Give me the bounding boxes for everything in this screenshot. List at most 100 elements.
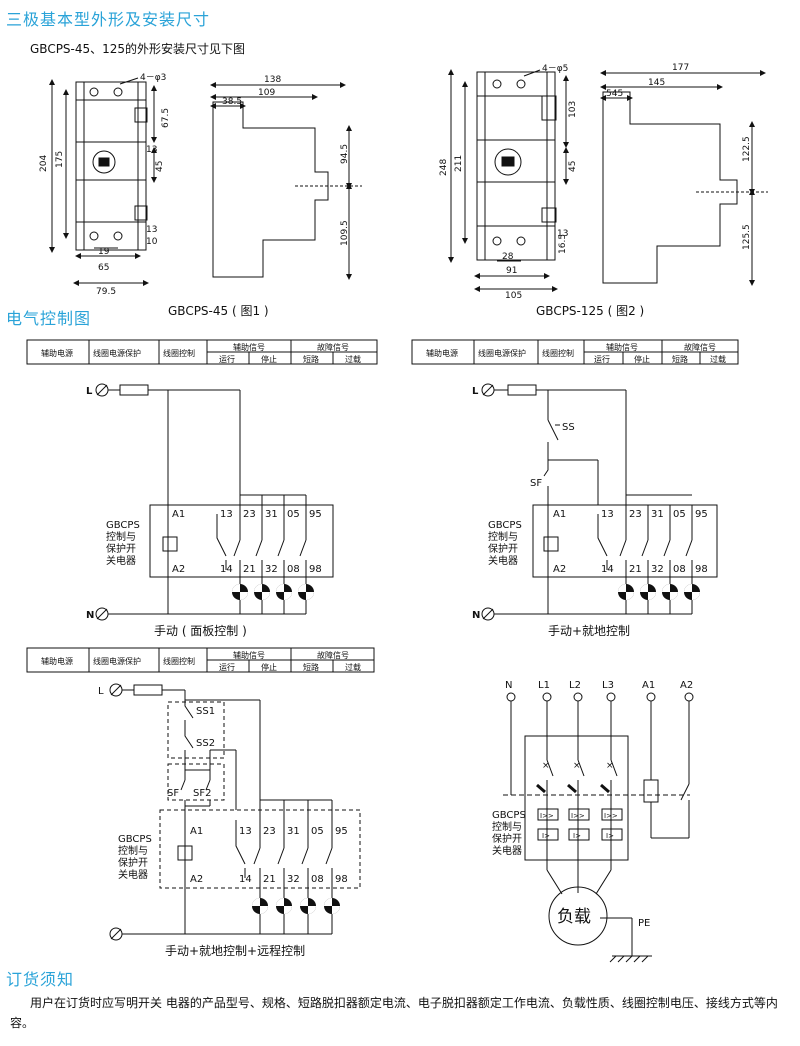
- fig2-front-dims: 4－φ5 248 211 103 45 13 16.5 28 91 105: [439, 64, 578, 301]
- table1-stop: 停止: [261, 354, 277, 364]
- control-diagram-2: L N SS SF GBCPS 控制与 保护开 关电器 A1 A2 13 14 …: [472, 383, 718, 621]
- figure1-caption: GBCPS-45 ( 图1 ): [168, 304, 269, 318]
- d2-SF: SF: [530, 478, 542, 489]
- d1-05: 05: [287, 509, 300, 520]
- table2-aux-signal: 辅助信号: [606, 342, 638, 352]
- table1-over: 过载: [345, 354, 361, 364]
- d2-A1: A1: [553, 509, 566, 520]
- d2-21: 21: [629, 564, 642, 575]
- section-title-dimensions: 三极基本型外形及安装尺寸: [6, 10, 211, 29]
- d1-32: 32: [265, 564, 278, 575]
- control-table-2: 辅助电源 线圈电源保护 线圈控制 辅助信号 故障信号 运行 停止 短路 过载: [411, 339, 739, 365]
- fig1-dim-175: 175: [55, 151, 65, 168]
- d3-21: 21: [263, 874, 276, 885]
- fig2-hole-label: 4－φ5: [542, 64, 568, 74]
- table2-run: 运行: [594, 354, 610, 364]
- table3-coil-protect: 线圈电源保护: [93, 656, 141, 666]
- fig2-dim-105: 105: [505, 291, 522, 301]
- d1-N: N: [86, 610, 94, 621]
- d3-SS1: SS1: [196, 706, 215, 717]
- table1-coil-protect: 线圈电源保护: [93, 348, 141, 358]
- d3-L: L: [98, 686, 104, 697]
- fig1-dim-79.5: 79.5: [96, 287, 116, 297]
- d3-31: 31: [287, 826, 300, 837]
- d1-dev2: 控制与: [106, 530, 136, 543]
- d1-21: 21: [243, 564, 256, 575]
- table3-aux-signal: 辅助信号: [233, 650, 265, 660]
- mc-dev3: 保护开: [492, 832, 522, 845]
- d1-08: 08: [287, 564, 300, 575]
- d3-dev4: 关电器: [118, 868, 148, 881]
- d3-14: 14: [239, 874, 252, 885]
- table2-over: 过载: [710, 354, 726, 364]
- fig2-dim-248: 248: [439, 159, 449, 176]
- table2-stop: 停止: [634, 354, 650, 364]
- d3-dev2: 控制与: [118, 844, 148, 857]
- table3-over: 过载: [345, 662, 361, 672]
- main-circuit-diagram: × × × N L1 L2 L3 A1 A2 GBCPS 控制与 保护开 关电器…: [492, 680, 694, 963]
- fig1-dim-138: 138: [264, 75, 281, 85]
- d3-98: 98: [335, 874, 348, 885]
- fig1-dim-13a: 13: [146, 145, 157, 155]
- fig2-dim-28: 28: [502, 252, 514, 262]
- d1-dev4: 关电器: [106, 554, 136, 567]
- mc-dev4: 关电器: [492, 844, 522, 857]
- mc-N: N: [505, 680, 512, 691]
- fig1-dim-38.5: 38.5: [222, 97, 242, 107]
- d2-dev4: 关电器: [488, 554, 518, 567]
- mc-ovl3: I>: [606, 832, 614, 840]
- d2-31: 31: [651, 509, 664, 520]
- d3-A2: A2: [190, 874, 203, 885]
- fig2-dim-103: 103: [568, 101, 578, 118]
- fig2-side-dims: 177 145 545 122.5 125.5: [606, 63, 752, 250]
- control-table-1: 辅助电源 线圈电源保护 线圈控制 辅助信号 故障信号 运行 停止 短路 过载: [26, 339, 378, 365]
- fig1-dim-204: 204: [39, 155, 49, 172]
- table1-fault-signal: 故障信号: [317, 342, 349, 352]
- d1-L: L: [86, 386, 93, 397]
- fig1-front-dims: 4－φ3 204 175 67.5 13 45 13 10 19 65 79.5: [39, 73, 171, 297]
- d2-A2: A2: [553, 564, 566, 575]
- fig1-dim-65: 65: [98, 263, 109, 273]
- fig1-dim-45: 45: [155, 161, 165, 172]
- mc-L1: L1: [538, 680, 550, 691]
- mc-L3: L3: [602, 680, 614, 691]
- fig1-dim-94.5: 94.5: [340, 144, 350, 164]
- d1-dev3: 保护开: [106, 542, 136, 555]
- table1-run: 运行: [219, 354, 235, 364]
- mc-ovl2: I>: [573, 832, 581, 840]
- fig1-dim-109.5: 109.5: [340, 220, 350, 246]
- d3-08: 08: [311, 874, 324, 885]
- control-table-3: 辅助电源 线圈电源保护 线圈控制 辅助信号 故障信号 运行 停止 短路 过载: [26, 647, 375, 673]
- d3-13: 13: [239, 826, 252, 837]
- d3-32: 32: [287, 874, 300, 885]
- d2-98: 98: [695, 564, 708, 575]
- table2-coil-protect: 线圈电源保护: [478, 348, 526, 358]
- mc-A2: A2: [680, 680, 693, 691]
- d3-23: 23: [263, 826, 276, 837]
- mc-trip1: I>>: [540, 812, 554, 820]
- mc-A1: A1: [642, 680, 655, 691]
- fig1-side-dims: 138 109 38.5 94.5 109.5: [222, 75, 350, 246]
- fig1-side-view: [210, 82, 362, 280]
- fig1-dim-19: 19: [98, 247, 110, 257]
- control-diagram-3: L SS1 SS2 SF SF2 GBCPS 控制与 保护开 关电器 A1 A2…: [98, 683, 361, 941]
- d1-98: 98: [309, 564, 322, 575]
- table3-coil-control: 线圈控制: [163, 656, 195, 666]
- d3-95: 95: [335, 826, 348, 837]
- fig2-dim-45: 45: [568, 161, 578, 172]
- d2-08: 08: [673, 564, 686, 575]
- d3-dev1: GBCPS: [118, 834, 152, 845]
- svg-text:×: ×: [542, 761, 550, 771]
- d1-dev1: GBCPS: [106, 520, 140, 531]
- mc-dev1: GBCPS: [492, 810, 526, 821]
- diagram3-caption: 手动+就地控制+远程控制: [165, 944, 306, 958]
- control-diagram-1: L N GBCPS 控制与 保护开 关电器 A1 A2 13 14 23 21 …: [86, 383, 334, 621]
- d3-SS2: SS2: [196, 738, 215, 749]
- svg-text:×: ×: [573, 761, 581, 771]
- section-title-control: 电气控制图: [6, 309, 92, 328]
- fig2-dim-125.5: 125.5: [742, 224, 752, 250]
- fig1-front-view: [49, 77, 157, 286]
- fig2-dim-16.5: 16.5: [558, 234, 568, 254]
- mc-ovl1: I>: [542, 832, 550, 840]
- d2-SS: SS: [562, 422, 575, 433]
